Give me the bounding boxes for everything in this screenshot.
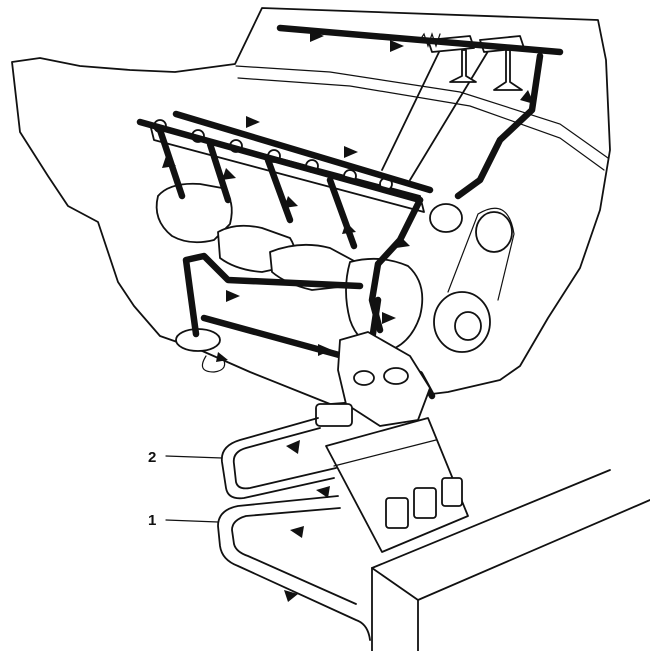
callout-1-leader — [165, 519, 219, 523]
callout-1-label: 1 — [148, 512, 156, 529]
cooler-pipe-upper-inner — [232, 427, 337, 490]
block-seam-upper — [235, 65, 609, 159]
cooler-pipe-lower-inner — [231, 507, 357, 605]
flow-arrow — [520, 90, 534, 104]
flow-arrow — [396, 236, 410, 248]
crank-pulley-hub — [454, 311, 482, 341]
flow-arrow — [286, 440, 300, 454]
oil-cooler-lines — [217, 417, 371, 641]
callouts: 2 1 — [148, 449, 223, 529]
filter-band — [333, 439, 437, 467]
crank-counterweight — [345, 257, 424, 353]
cam-nose — [429, 203, 463, 233]
cam-sprocket — [475, 211, 513, 253]
gallery-feed-4 — [326, 176, 358, 250]
gallery-feed-2 — [206, 140, 232, 204]
oil-pickup — [175, 328, 228, 373]
flow-arrow — [162, 156, 176, 168]
filter-grip-3 — [441, 477, 463, 507]
filter-adapter — [315, 403, 353, 427]
flow-arrow — [316, 486, 330, 498]
oil-pan-top — [371, 469, 611, 569]
gallery-feed-3 — [264, 156, 294, 224]
flow-arrow — [344, 146, 358, 158]
oil-pan — [371, 469, 650, 651]
crank-throw-1 — [155, 182, 233, 244]
flow-arrow — [222, 168, 236, 180]
valvetrain — [381, 32, 525, 181]
pump-outlet — [383, 367, 409, 385]
filter-grip-2 — [413, 487, 437, 519]
timing-chain — [447, 207, 515, 301]
pickup-riser — [182, 252, 364, 338]
flow-arrow — [390, 40, 404, 52]
pushrod-2 — [409, 47, 491, 181]
pickup-arrowhead — [216, 352, 228, 362]
oil-pump-filter — [315, 331, 469, 553]
callout-2-leader — [165, 455, 223, 459]
block-outline — [11, 7, 611, 405]
flow-arrow — [318, 344, 332, 356]
flow-arrow — [290, 526, 304, 538]
flow-arrows — [162, 30, 534, 602]
flow-arrow — [284, 590, 298, 602]
crankshaft — [155, 182, 515, 353]
cooler-pipe-upper-outer — [220, 417, 335, 500]
pushrod-1 — [381, 49, 441, 171]
pickup-flow-arrow — [201, 355, 226, 373]
upper-gallery-drop — [454, 52, 544, 200]
flow-arrow — [342, 222, 356, 234]
flow-arrow — [382, 312, 396, 324]
callout-2-label: 2 — [148, 449, 156, 466]
valve-2 — [493, 49, 523, 91]
flow-arrow — [310, 30, 324, 42]
filter-grip-1 — [385, 497, 409, 529]
flow-arrow — [284, 196, 298, 208]
main-gallery-lower — [136, 118, 424, 204]
cooler-pipe-lower-outer — [217, 495, 371, 641]
upper-rocker-gallery — [276, 24, 564, 56]
pump-outlet-2 — [353, 370, 375, 386]
flow-arrow — [246, 116, 260, 128]
block-seam-lower — [237, 77, 605, 171]
valve-1 — [449, 49, 477, 83]
engine-block — [11, 7, 611, 405]
flow-arrow — [226, 290, 240, 302]
main-gallery-top — [172, 110, 434, 194]
